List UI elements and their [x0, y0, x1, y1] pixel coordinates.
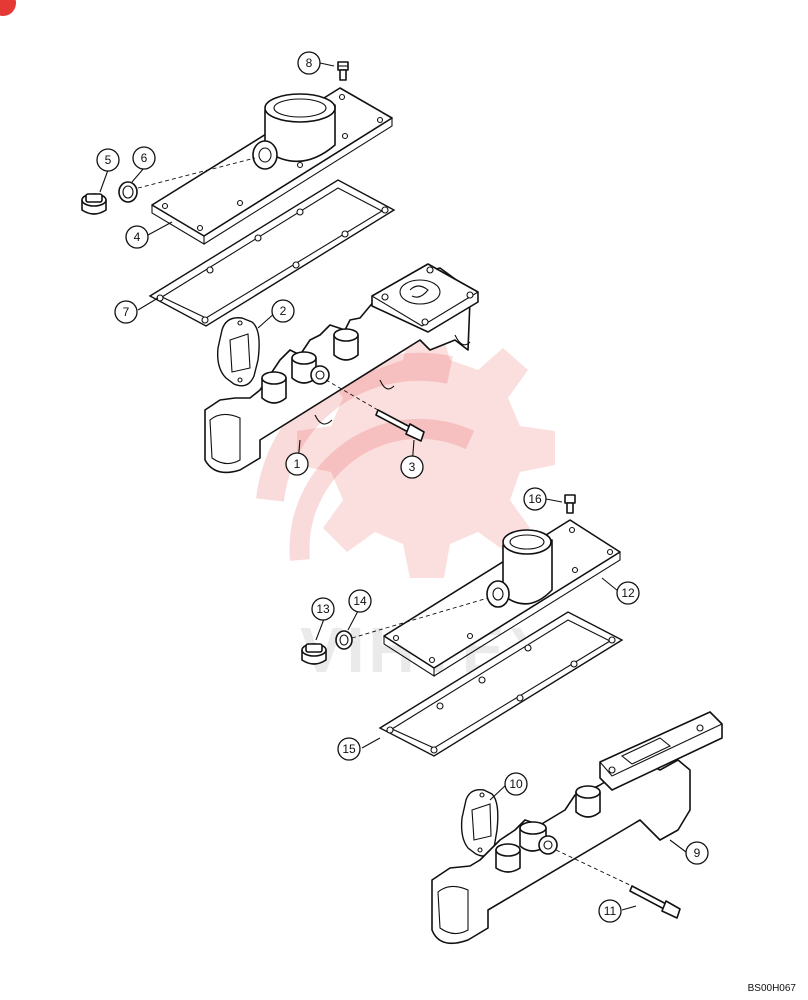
lower-seal-ring: [335, 630, 353, 650]
callout-12: 12: [616, 581, 640, 605]
svg-text:16: 16: [528, 492, 542, 506]
upper-seal-ring: [118, 181, 138, 203]
callout-7: 7: [114, 300, 138, 324]
callout-9: 9: [685, 841, 709, 865]
lower-manifold: [431, 711, 723, 945]
drawing-id: BS00H067: [747, 983, 796, 994]
svg-text:10: 10: [509, 777, 523, 791]
lower-plug: [301, 643, 327, 665]
lower-manifold-bolt: [629, 885, 681, 919]
upper-cover-bolt: [337, 61, 349, 81]
svg-text:15: 15: [342, 742, 356, 756]
svg-text:3: 3: [409, 460, 416, 474]
upper-gasket: [148, 179, 396, 327]
corner-mark: [0, 0, 16, 16]
callout-11: 11: [598, 899, 622, 923]
svg-text:11: 11: [604, 904, 617, 918]
svg-text:1: 1: [294, 457, 301, 471]
svg-text:13: 13: [316, 602, 330, 616]
lower-gasket: [378, 611, 624, 757]
callout-16: 16: [523, 487, 547, 511]
lower-cover-plate: [383, 519, 621, 678]
callout-5: 5: [96, 148, 120, 172]
watermark-gear-icon: [297, 325, 555, 578]
callout-4: 4: [125, 225, 149, 249]
upper-manifold: [204, 263, 479, 474]
lower-cover-bolt: [564, 494, 576, 514]
callout-3: 3: [400, 455, 424, 479]
svg-text:7: 7: [123, 305, 130, 319]
callout-10: 10: [504, 772, 528, 796]
callout-13: 13: [311, 597, 335, 621]
callout-2: 2: [271, 299, 295, 323]
leader-lines: [99, 62, 687, 911]
callout-1: 1: [285, 452, 309, 476]
upper-manifold-bolt: [375, 409, 425, 442]
upper-cover-plate: [151, 87, 393, 245]
svg-text:6: 6: [141, 151, 148, 165]
callout-8: 8: [297, 51, 321, 75]
svg-text:4: 4: [134, 230, 141, 244]
callout-14: 14: [348, 589, 372, 613]
svg-text:2: 2: [280, 304, 287, 318]
callout-6: 6: [132, 146, 156, 170]
svg-text:12: 12: [621, 586, 635, 600]
svg-text:8: 8: [306, 56, 313, 70]
svg-text:5: 5: [105, 153, 112, 167]
lower-flange-gasket: [460, 789, 499, 857]
upper-flange-gasket: [216, 317, 260, 387]
upper-plug: [81, 193, 107, 215]
callout-15: 15: [337, 737, 361, 761]
svg-text:14: 14: [353, 594, 367, 608]
svg-text:9: 9: [694, 846, 701, 860]
